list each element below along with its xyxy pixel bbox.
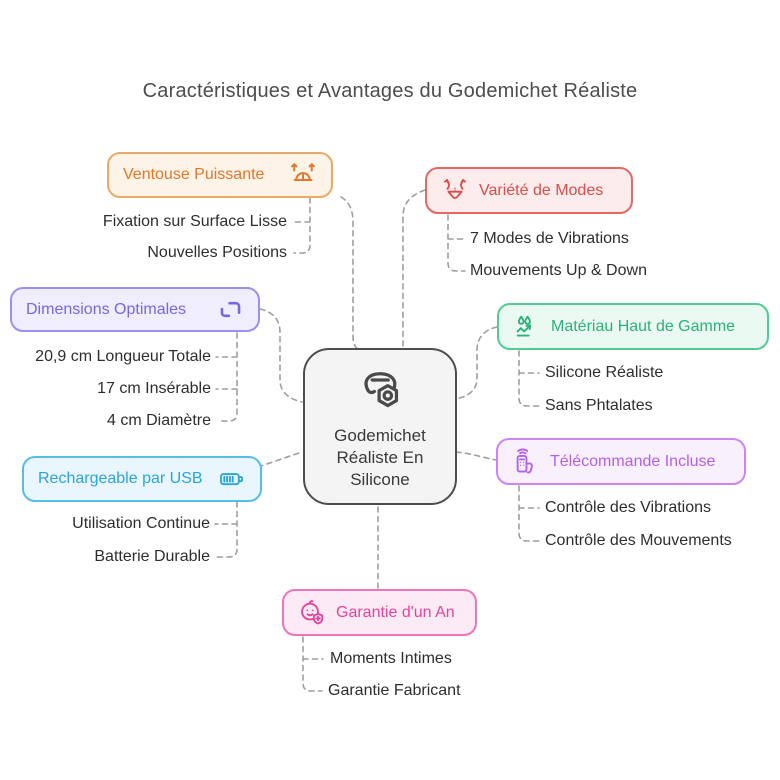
diagram-title: Caractéristiques et Avantages du Godemic… [142, 80, 638, 102]
central-topic-node[interactable]: Godemichet Réaliste En Silicone [303, 348, 457, 505]
branch-label: Matériau Haut de Gamme [551, 317, 736, 335]
waist-motion-icon [441, 177, 469, 205]
connector-materiau-center [455, 326, 498, 400]
feature-item[interactable]: Garantie Fabricant [328, 682, 461, 699]
feature-item[interactable]: Silicone Réaliste [545, 364, 664, 381]
feature-item[interactable]: 20,9 cm Longueur Totale [35, 348, 211, 365]
feature-item[interactable]: Contrôle des Vibrations [545, 499, 712, 516]
branch-label: Variété de Modes [479, 181, 604, 199]
connector-usb-center [257, 451, 303, 468]
baby-shield-icon [298, 599, 326, 627]
branch-dimensions-optimales[interactable]: Dimensions Optimales [10, 287, 260, 332]
bracket-dimensions [215, 332, 238, 422]
branch-ventouse-puissante[interactable]: Ventouse Puissante [107, 152, 333, 198]
feature-item[interactable]: Fixation sur Surface Lisse [102, 213, 287, 230]
feature-item[interactable]: Mouvements Up & Down [470, 262, 647, 279]
feature-item[interactable]: Nouvelles Positions [147, 244, 287, 261]
branch-garantie-dun-an[interactable]: Garantie d'un An [282, 589, 477, 636]
branch-label: Ventouse Puissante [123, 166, 265, 183]
branch-label: Télécommande Incluse [550, 452, 716, 470]
branch-rechargeable-par-usb[interactable]: Rechargeable par USB [22, 456, 262, 502]
feature-item[interactable]: Contrôle des Mouvements [545, 532, 732, 549]
droplets-surface-icon [513, 313, 541, 341]
branch-materiau-haut-de-gamme[interactable]: Matériau Haut de Gamme [497, 303, 769, 350]
connector-telecommande-center [455, 451, 497, 461]
bracket-ventouse [290, 197, 311, 254]
branch-label: Rechargeable par USB [38, 470, 203, 487]
suction-cup-arrows-icon [289, 161, 317, 189]
branch-variete-de-modes[interactable]: Variété de Modes [425, 167, 633, 214]
central-topic-label: Godemichet Réaliste En Silicone [334, 426, 426, 489]
branch-telecommande-incluse[interactable]: Télécommande Incluse [496, 438, 746, 485]
connector-ventouse-center [340, 196, 359, 350]
feature-item[interactable]: Batterie Durable [94, 548, 210, 565]
feature-item[interactable]: Utilisation Continue [72, 515, 210, 532]
feature-item[interactable]: Moments Intimes [330, 650, 452, 667]
bracket-modes [447, 214, 466, 272]
mask-hexnut-icon [352, 362, 408, 419]
bracket-garantie [302, 636, 324, 692]
dimensions-corners-icon [217, 296, 244, 323]
connector-modes-center [402, 189, 426, 349]
feature-item[interactable]: 4 cm Diamètre [106, 412, 211, 429]
bracket-materiau [518, 350, 540, 407]
feature-item[interactable]: 17 cm Insérable [97, 380, 211, 397]
bracket-usb [214, 501, 238, 558]
remote-control-icon [512, 448, 540, 476]
feature-item[interactable]: 7 Modes de Vibrations [470, 230, 629, 247]
branch-label: Garantie d'un An [336, 603, 455, 621]
connector-dimensions-center [259, 308, 303, 403]
battery-icon [218, 465, 246, 493]
bracket-telecommande [518, 485, 540, 542]
branch-label: Dimensions Optimales [26, 300, 187, 318]
feature-item[interactable]: Sans Phtalates [545, 397, 653, 414]
